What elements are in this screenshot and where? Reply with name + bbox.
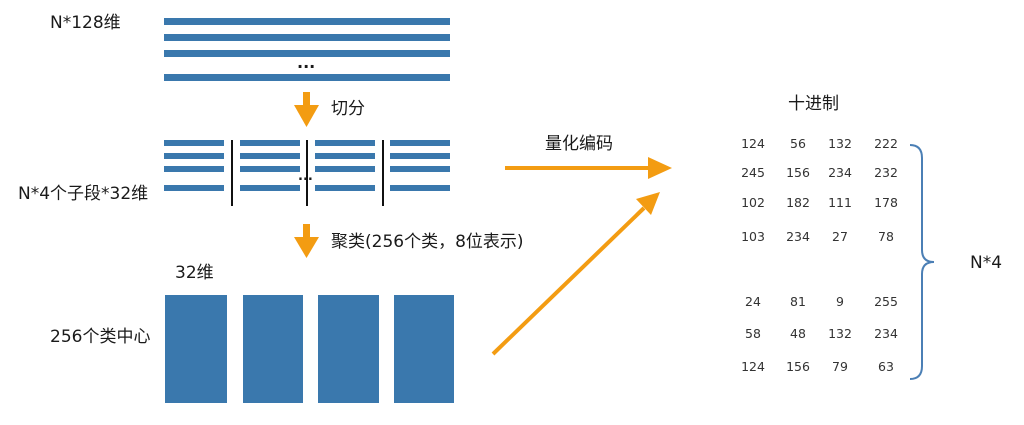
center-block [165, 295, 227, 403]
subsegment-bar [240, 153, 300, 159]
subsegment-group [390, 140, 450, 191]
subsegment-bar [164, 185, 224, 191]
code-cell: 24 [745, 294, 761, 309]
vector-bar [164, 18, 450, 25]
code-cell: 56 [790, 136, 806, 151]
cluster-label: 聚类(256个类，8位表示) [331, 232, 524, 252]
code-cell: 124 [741, 136, 765, 151]
subsegment-bar [315, 166, 375, 172]
code-cell: 63 [878, 359, 894, 374]
centers-label: 256个类中心 [50, 327, 151, 347]
code-cell: 132 [828, 136, 852, 151]
subsegment-bar [390, 140, 450, 146]
subsegment-bar [315, 153, 375, 159]
code-cell: 234 [786, 229, 810, 244]
code-cell: 81 [790, 294, 806, 309]
code-cell: 132 [828, 326, 852, 341]
subsegment-group [164, 140, 224, 191]
subsegment-group [315, 140, 375, 191]
center-block [243, 295, 303, 403]
code-cell: 48 [790, 326, 806, 341]
subsegment-bar [164, 140, 224, 146]
center-block [394, 295, 454, 403]
code-cell: 9 [836, 294, 844, 309]
segment-dividers [231, 140, 384, 206]
code-cell: 182 [786, 195, 810, 210]
subsegment-bar [315, 140, 375, 146]
code-cell: 222 [874, 136, 898, 151]
code-cell: 27 [832, 229, 848, 244]
right-brace [909, 144, 935, 380]
code-cell: 58 [745, 326, 761, 341]
code-cell: 103 [741, 229, 765, 244]
subsegment-bar [315, 185, 375, 191]
subsegment-bar [390, 185, 450, 191]
original-vectors [164, 18, 450, 81]
vector-bar [164, 34, 450, 41]
subsegment-bar [390, 153, 450, 159]
code-cell: 234 [828, 165, 852, 180]
subsegment-label: N*4个子段*32维 [18, 184, 149, 204]
code-cell: 255 [874, 294, 898, 309]
code-cell: 79 [832, 359, 848, 374]
count-label: N*4 [970, 253, 1003, 273]
subsegment-bar [240, 185, 300, 191]
ellipsis-top: ... [297, 53, 316, 72]
code-cell: 78 [878, 229, 894, 244]
ellipsis-mid: ... [298, 169, 313, 184]
split-arrow [294, 92, 319, 127]
center-block [318, 295, 379, 403]
code-cell: 124 [741, 359, 765, 374]
subsegment-bar [164, 153, 224, 159]
cluster-arrow [294, 224, 319, 258]
code-cell: 234 [874, 326, 898, 341]
subsegment-group [240, 140, 300, 191]
code-cell: 156 [786, 359, 810, 374]
original-label: N*128维 [50, 13, 121, 33]
code-cell: 232 [874, 165, 898, 180]
code-cell: 178 [874, 195, 898, 210]
quantize-arrow [505, 157, 672, 179]
quantize-diagonal-arrow [491, 192, 660, 356]
split-label: 切分 [331, 99, 365, 119]
cluster-centers [165, 295, 454, 403]
subsegment-bar [390, 166, 450, 172]
subsegment-bar [164, 166, 224, 172]
code-cell: 102 [741, 195, 765, 210]
subsegment-bar [240, 166, 300, 172]
code-cell: 245 [741, 165, 765, 180]
quantize-label: 量化编码 [545, 134, 613, 154]
code-cell: 156 [786, 165, 810, 180]
decimal-label: 十进制 [788, 94, 839, 114]
dim32-label: 32维 [175, 263, 214, 283]
subsegment-bar [240, 140, 300, 146]
vector-bar [164, 74, 450, 81]
code-cell: 111 [828, 195, 852, 210]
vector-bar [164, 50, 450, 57]
